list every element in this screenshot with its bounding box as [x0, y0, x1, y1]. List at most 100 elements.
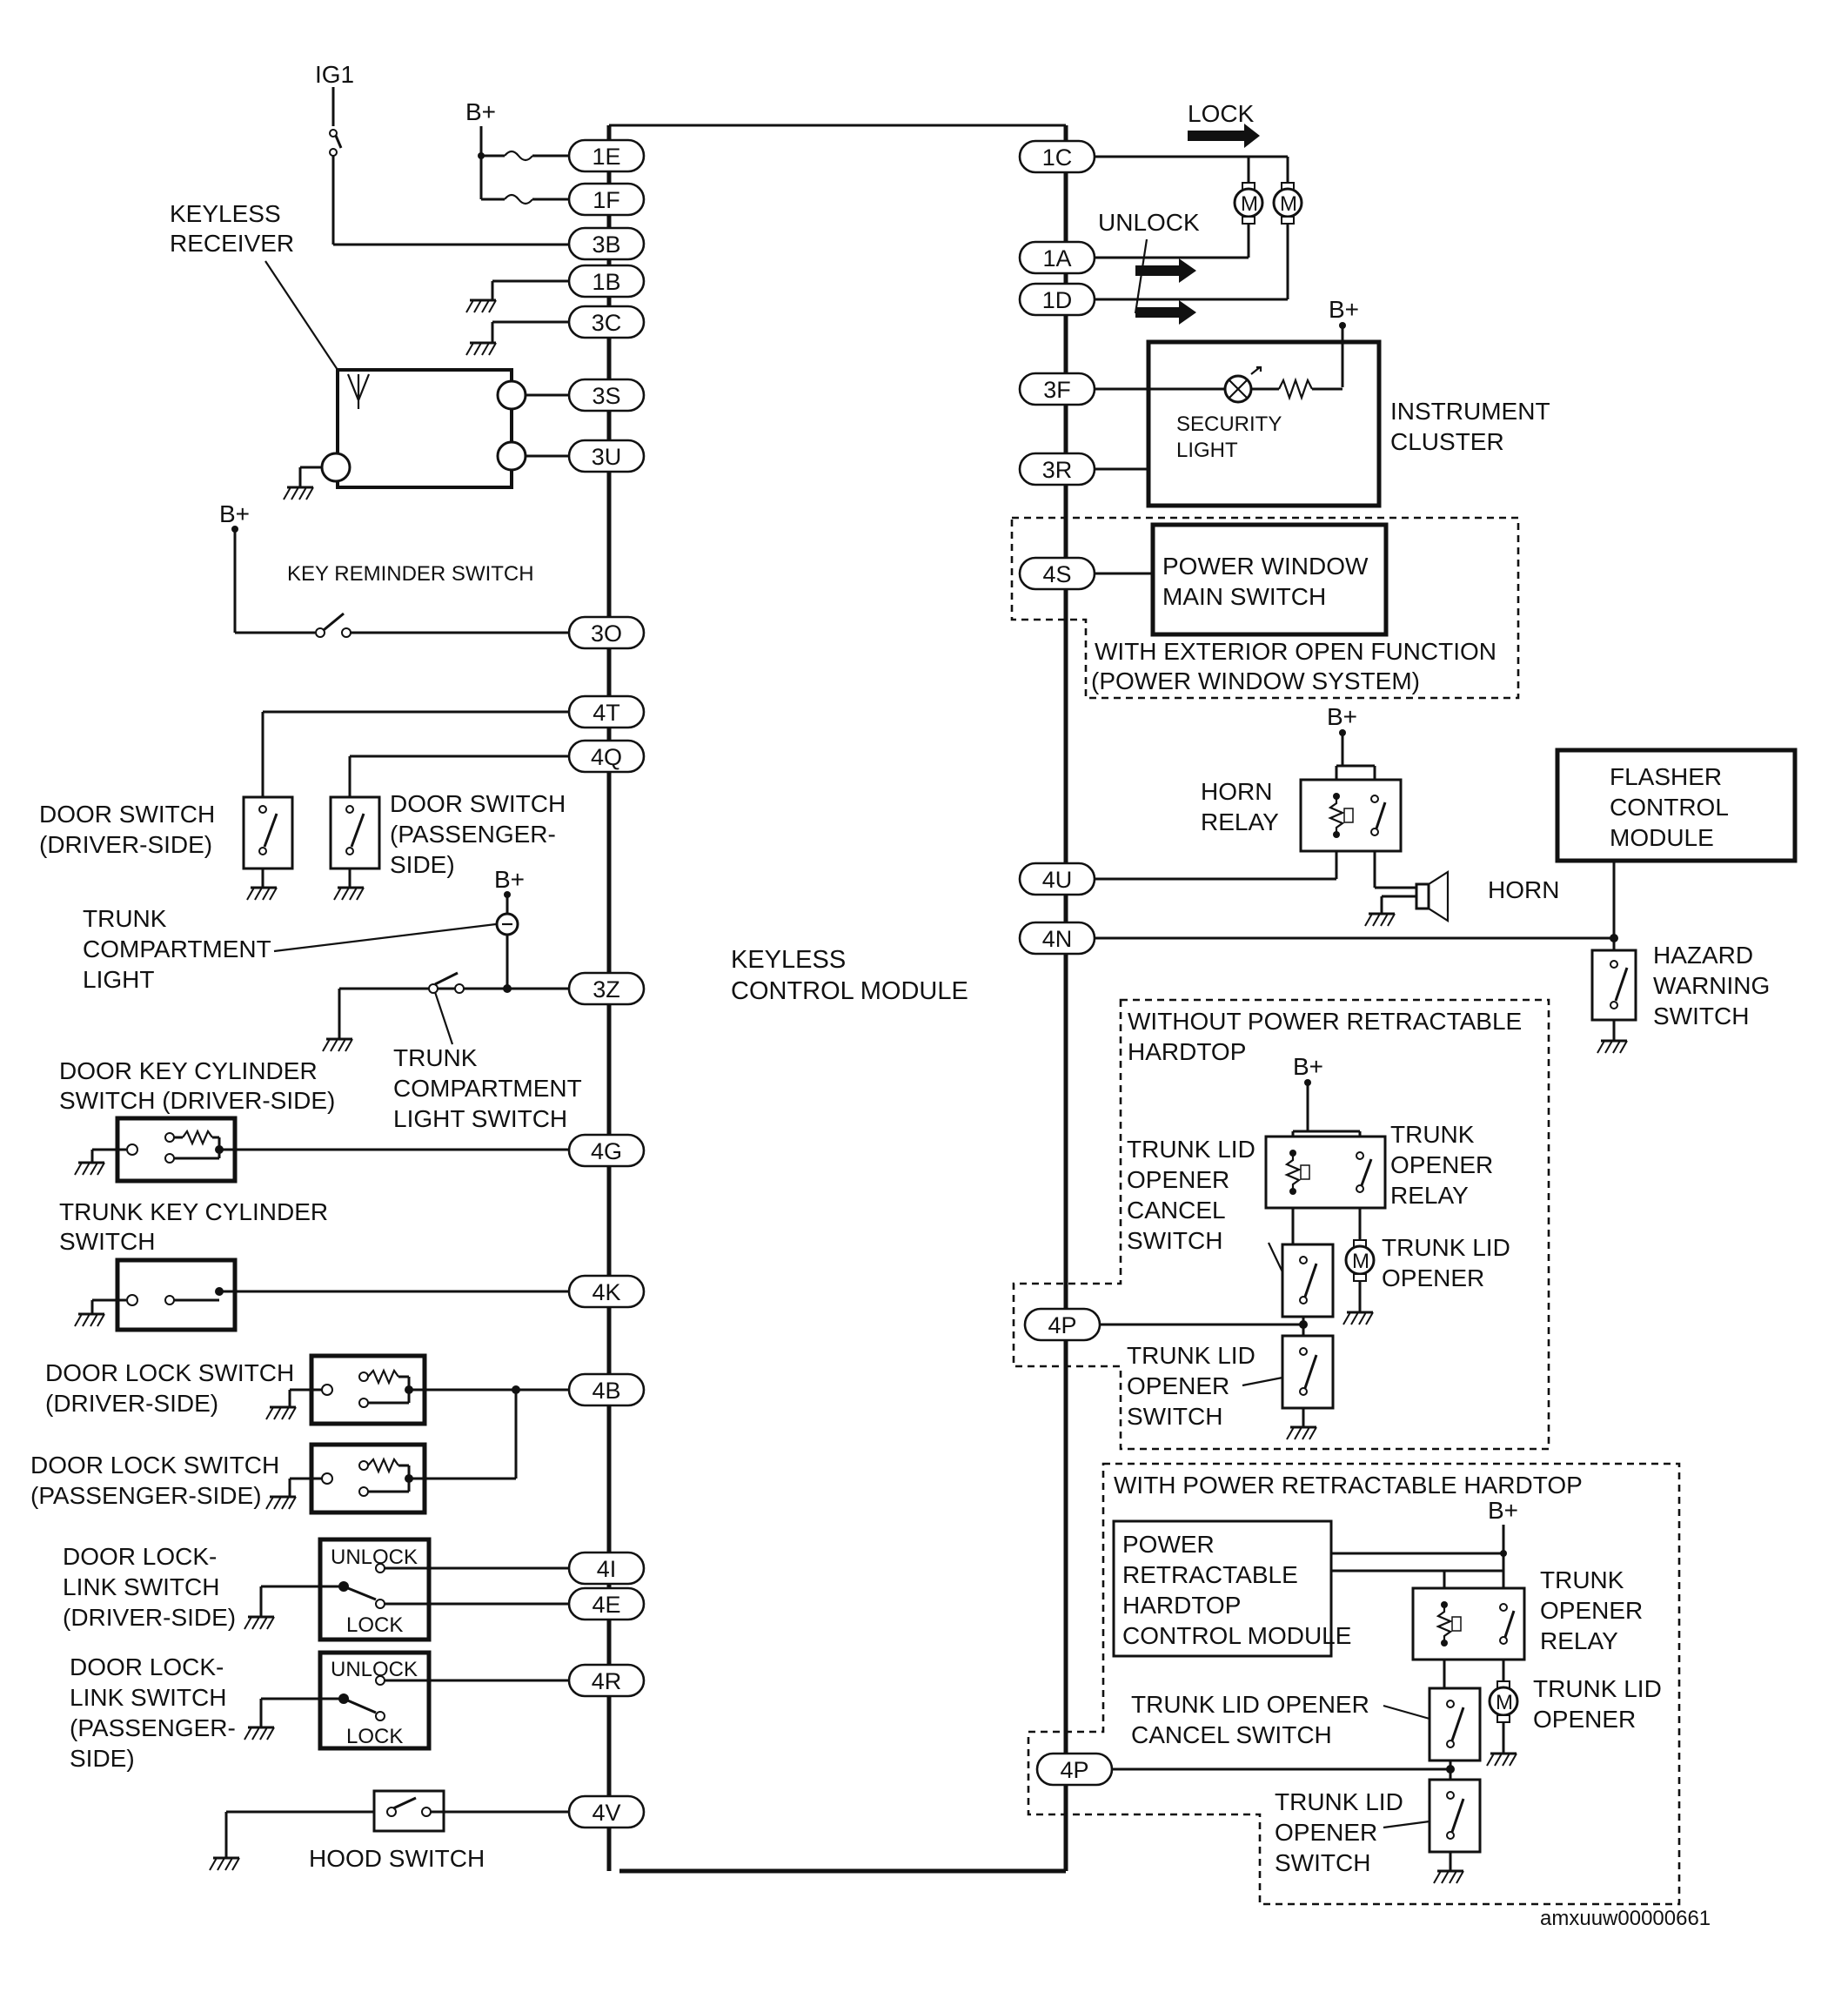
svg-text:LOCK: LOCK [346, 1613, 403, 1637]
svg-text:4P: 4P [1048, 1312, 1076, 1338]
svg-text:TRUNK LID: TRUNK LID [1127, 1136, 1255, 1163]
svg-text:MODULE: MODULE [1610, 824, 1714, 851]
svg-text:MAIN SWITCH: MAIN SWITCH [1162, 583, 1326, 610]
flasher-control-module: FLASHER CONTROL MODULE [1095, 748, 1798, 942]
svg-text:4B: 4B [592, 1378, 620, 1404]
door-lock-link-switch-passenger: DOOR LOCK- LINK SWITCH (PASSENGER- SIDE)… [70, 1650, 569, 1772]
svg-text:LOCK: LOCK [346, 1725, 403, 1748]
svg-text:SWITCH: SWITCH [1653, 1003, 1749, 1029]
trunk-compartment-light: B+ TRUNK COMPARTMENT LIGHT TRUNK COMPART… [83, 866, 582, 1132]
svg-text:3F: 3F [1043, 377, 1071, 403]
pin-1E: 1E [567, 138, 646, 173]
svg-text:4U: 4U [1042, 867, 1073, 893]
svg-text:POWER WINDOW: POWER WINDOW [1162, 553, 1369, 580]
module-label-line1: KEYLESS [731, 946, 846, 974]
pin-4U: 4U [1018, 862, 1096, 896]
pin-1D: 1D [1018, 282, 1096, 317]
svg-text:KEYLESS: KEYLESS [170, 200, 281, 227]
svg-text:TRUNK: TRUNK [1390, 1121, 1475, 1148]
pin-4S: 4S [1018, 556, 1096, 591]
svg-text:RETRACTABLE: RETRACTABLE [1122, 1561, 1298, 1588]
svg-text:DOOR LOCK SWITCH: DOOR LOCK SWITCH [45, 1359, 294, 1386]
svg-text:3O: 3O [591, 620, 622, 647]
svg-text:CANCEL: CANCEL [1127, 1197, 1226, 1224]
svg-text:WITH EXTERIOR OPEN FUNCTION: WITH EXTERIOR OPEN FUNCTION [1095, 638, 1496, 665]
svg-text:4S: 4S [1042, 561, 1071, 587]
door-lock-switch-driver: DOOR LOCK SWITCH (DRIVER-SIDE) [45, 1353, 569, 1426]
svg-text:LOCK: LOCK [1188, 100, 1255, 127]
svg-text:3U: 3U [592, 444, 622, 470]
svg-text:RELAY: RELAY [1540, 1627, 1618, 1654]
svg-text:B+: B+ [219, 500, 250, 527]
svg-text:M: M [1280, 192, 1297, 216]
hazard-warning-switch: HAZARD WARNING SWITCH [1590, 938, 1770, 1055]
svg-text:OPENER: OPENER [1127, 1166, 1229, 1193]
pin-4N: 4N [1018, 921, 1096, 956]
svg-text:3C: 3C [592, 310, 622, 336]
svg-text:LINK SWITCH: LINK SWITCH [63, 1573, 219, 1600]
with-hardtop-section: WITH POWER RETRACTABLE HARDTOP POWER RET… [1027, 1462, 1681, 1906]
svg-text:4Q: 4Q [591, 744, 622, 770]
svg-text:COMPARTMENT: COMPARTMENT [83, 936, 271, 962]
door-lock-actuators: LOCK M M UNLOCK [1095, 100, 1303, 325]
svg-text:1E: 1E [592, 144, 620, 170]
svg-text:(POWER WINDOW SYSTEM): (POWER WINDOW SYSTEM) [1091, 667, 1420, 694]
module-label-line2: CONTROL MODULE [731, 977, 968, 1005]
svg-text:CANCEL SWITCH: CANCEL SWITCH [1131, 1721, 1332, 1748]
svg-text:(DRIVER-SIDE): (DRIVER-SIDE) [45, 1390, 218, 1417]
svg-text:SWITCH: SWITCH [1127, 1403, 1222, 1430]
pin-3B: 3B [567, 226, 646, 261]
svg-text:(PASSENGER-SIDE): (PASSENGER-SIDE) [30, 1482, 262, 1509]
pin-3C: 3C [567, 305, 646, 339]
svg-text:M: M [1352, 1250, 1369, 1273]
svg-text:TRUNK KEY CYLINDER: TRUNK KEY CYLINDER [59, 1198, 328, 1225]
horn: HORN [1363, 869, 1559, 928]
svg-text:INSTRUMENT: INSTRUMENT [1390, 398, 1550, 425]
pin-3O: 3O [567, 615, 646, 650]
pin-3U: 3U [567, 439, 646, 473]
keyless-control-module: KEYLESS CONTROL MODULE [606, 124, 1068, 1874]
svg-text:SIDE): SIDE) [70, 1745, 135, 1772]
pin-3Z: 3Z [567, 971, 646, 1006]
svg-text:1C: 1C [1042, 144, 1073, 171]
pin-4B: 4B [567, 1372, 646, 1407]
left-connector-pins: 1E 1F 3B 1B 3C 3S 3U 3O 4T 4Q 3Z 4G 4K 4… [567, 138, 646, 1829]
svg-text:TRUNK LID: TRUNK LID [1533, 1675, 1662, 1702]
svg-text:1B: 1B [592, 269, 620, 295]
diagram-code: amxuuw00000661 [1540, 1907, 1711, 1930]
svg-text:4N: 4N [1042, 926, 1073, 952]
svg-text:TRUNK LID: TRUNK LID [1275, 1788, 1403, 1815]
svg-text:3B: 3B [592, 231, 620, 258]
pin-4P-without-hardtop: 4P [1023, 1307, 1101, 1342]
svg-text:B+: B+ [465, 98, 496, 125]
svg-text:SECURITY: SECURITY [1176, 412, 1282, 436]
svg-text:DOOR SWITCH: DOOR SWITCH [39, 801, 215, 828]
svg-text:LINK SWITCH: LINK SWITCH [70, 1684, 226, 1711]
ig1-supply: IG1 [315, 61, 569, 246]
pin-3F: 3F [1018, 372, 1096, 406]
svg-text:1F: 1F [593, 187, 620, 213]
svg-text:RELAY: RELAY [1201, 808, 1279, 835]
svg-text:TRUNK: TRUNK [1540, 1566, 1624, 1593]
svg-text:SWITCH: SWITCH [59, 1228, 155, 1255]
svg-text:IG1: IG1 [315, 61, 354, 88]
svg-text:4I: 4I [597, 1556, 617, 1582]
svg-text:WITH POWER RETRACTABLE HARDTOP: WITH POWER RETRACTABLE HARDTOP [1114, 1472, 1583, 1499]
svg-text:4E: 4E [592, 1592, 620, 1618]
svg-text:HARDTOP: HARDTOP [1122, 1592, 1241, 1619]
svg-text:(DRIVER-SIDE): (DRIVER-SIDE) [63, 1604, 236, 1631]
svg-text:KEY REMINDER SWITCH: KEY REMINDER SWITCH [287, 562, 534, 586]
bplus-fuses: B+ [465, 98, 569, 205]
svg-text:CONTROL MODULE: CONTROL MODULE [1122, 1622, 1351, 1649]
svg-text:4G: 4G [591, 1138, 622, 1164]
door-lock-switch-passenger: DOOR LOCK SWITCH (PASSENGER-SIDE) [30, 1390, 518, 1515]
svg-text:OPENER: OPENER [1275, 1819, 1377, 1846]
pin-1F: 1F [567, 182, 646, 217]
svg-text:OPENER: OPENER [1390, 1151, 1493, 1178]
svg-text:OPENER: OPENER [1533, 1706, 1636, 1733]
svg-text:DOOR LOCK SWITCH: DOOR LOCK SWITCH [30, 1452, 279, 1479]
pin-1B: 1B [567, 264, 646, 298]
svg-text:OPENER: OPENER [1382, 1264, 1484, 1291]
svg-text:TRUNK: TRUNK [393, 1044, 478, 1071]
